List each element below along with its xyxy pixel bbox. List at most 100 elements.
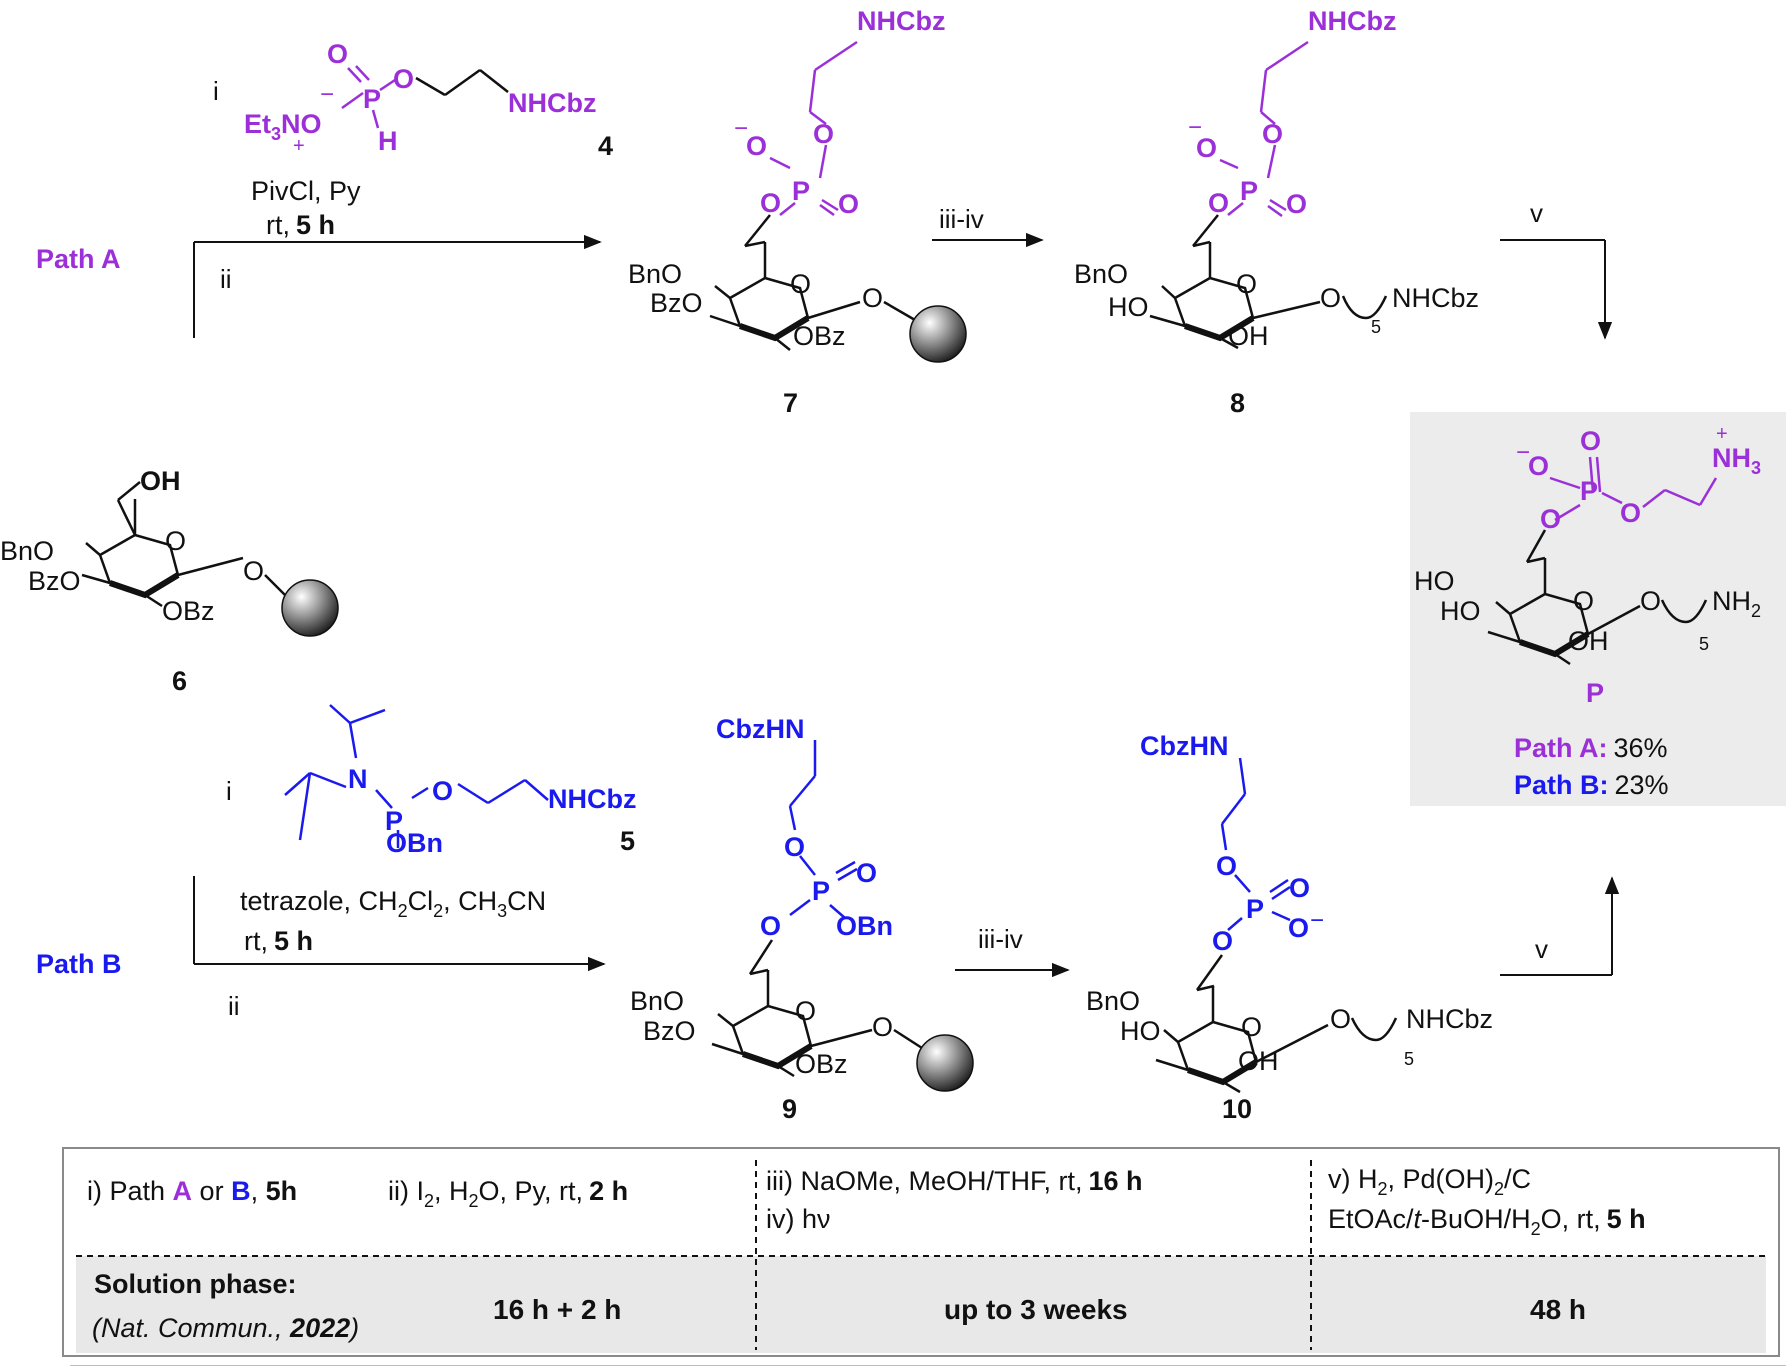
svg-text:+: +: [293, 135, 305, 157]
svg-text:O: O: [1196, 133, 1217, 163]
svg-text:NHCbz: NHCbz: [1406, 1004, 1493, 1034]
svg-text:BnO: BnO: [628, 259, 682, 289]
svg-text:−: −: [1310, 907, 1324, 934]
svg-text:OH: OH: [1228, 321, 1269, 351]
path-b-step-iii-iv: iii-iv: [978, 924, 1023, 954]
compound-8-number: 8: [1230, 388, 1245, 418]
svg-text:OBn: OBn: [836, 911, 893, 941]
compound-7-structure: NHCbz O O − P O O O BnO BzO OBz O: [628, 6, 967, 363]
path-a-step-iii-iv: iii-iv: [939, 204, 984, 234]
svg-text:BnO: BnO: [630, 986, 684, 1016]
solution-phase-col1: 16 h + 2 h: [493, 1294, 621, 1325]
svg-text:NH2: NH2: [1712, 586, 1761, 621]
table-step-iii: iii) NaOMe, MeOH/THF, rt,16 h: [766, 1166, 1143, 1196]
svg-text:O: O: [1540, 504, 1561, 534]
path-b-condition-1: tetrazole, CH2Cl2, CH3CN: [240, 886, 546, 921]
svg-text:P: P: [1240, 176, 1258, 206]
solution-phase-col3: 48 h: [1530, 1294, 1586, 1325]
path-b-step-v: v: [1535, 934, 1548, 964]
path-b-arrow: [193, 876, 606, 972]
svg-text:P: P: [792, 176, 810, 206]
conditions-table: i) Path A or B, 5h ii) I2, H2O, Py, rt,2…: [62, 1147, 1786, 1366]
svg-text:BnO: BnO: [1086, 986, 1140, 1016]
svg-text:OBz: OBz: [793, 321, 846, 351]
path-a-step-ii: ii: [220, 264, 232, 294]
svg-text:OH: OH: [140, 466, 181, 496]
svg-text:Et3NO: Et3NO: [244, 109, 322, 144]
svg-text:O: O: [1216, 851, 1237, 881]
svg-text:O: O: [760, 911, 781, 941]
svg-text:OBz: OBz: [162, 596, 215, 626]
svg-text:OH: OH: [1568, 626, 1609, 656]
svg-text:+: +: [1716, 423, 1728, 445]
path-a-condition-1: PivCl, Py: [251, 176, 361, 206]
path-a-label: Path A: [36, 244, 121, 274]
svg-text:−: −: [734, 115, 748, 142]
solution-phase-label: Solution phase:: [94, 1269, 297, 1299]
table-step-v: v) H2, Pd(OH)2/C: [1328, 1164, 1531, 1199]
compound-8-structure: NHCbz O O − P O O O BnO HO OH O 5 NHCbz: [1074, 6, 1479, 351]
product-label: P: [1586, 678, 1604, 708]
compound-6-number: 6: [172, 666, 187, 696]
svg-text:O: O: [1573, 586, 1594, 616]
svg-text:O: O: [1286, 189, 1307, 219]
path-b-step-i: i: [226, 776, 232, 806]
svg-text:O: O: [432, 776, 453, 806]
svg-text:O: O: [1241, 1012, 1262, 1042]
svg-text:HO: HO: [1414, 566, 1455, 596]
svg-text:O: O: [784, 832, 805, 862]
product-structure: − O O P O O + NH3 O HO HO OH O 5 NH2: [1414, 423, 1761, 666]
svg-text:P: P: [385, 806, 403, 836]
svg-text:OBn: OBn: [386, 828, 443, 858]
svg-text:P: P: [363, 84, 381, 114]
path-a-arrow: [193, 234, 602, 338]
svg-text:BzO: BzO: [28, 566, 81, 596]
svg-text:CbzHN: CbzHN: [716, 714, 805, 744]
svg-text:O: O: [872, 1012, 893, 1042]
svg-text:NHCbz: NHCbz: [1308, 6, 1397, 36]
compound-7-number: 7: [783, 388, 798, 418]
svg-text:O: O: [243, 556, 264, 586]
svg-text:O: O: [795, 996, 816, 1026]
reagent-5-structure: N P O OBn NHCbz: [284, 704, 637, 858]
compound-10-number: 10: [1222, 1094, 1252, 1124]
table-step-v-solvent: EtOAc/t-BuOH/H2O, rt,5 h: [1328, 1204, 1646, 1239]
svg-text:N: N: [348, 764, 368, 794]
solution-phase-col2: up to 3 weeks: [944, 1294, 1128, 1325]
svg-text:O: O: [838, 189, 859, 219]
svg-text:O: O: [1330, 1004, 1351, 1034]
svg-text:O: O: [856, 858, 877, 888]
table-step-ii: ii) I2, H2O, Py, rt,2 h: [388, 1176, 628, 1211]
svg-text:HO: HO: [1120, 1016, 1161, 1046]
svg-text:CbzHN: CbzHN: [1140, 731, 1229, 761]
svg-text:NH3: NH3: [1712, 443, 1761, 478]
yield-path-a: Path A:36%: [1514, 733, 1668, 763]
compound-9-number: 9: [782, 1094, 797, 1124]
svg-text:NHCbz: NHCbz: [857, 6, 946, 36]
svg-text:O: O: [1236, 269, 1257, 299]
svg-text:HO: HO: [1108, 292, 1149, 322]
svg-text:O: O: [1320, 283, 1341, 313]
solution-phase-reference: (Nat. Commun., 2022): [92, 1313, 359, 1343]
svg-text:NHCbz: NHCbz: [1392, 283, 1479, 313]
svg-text:O: O: [1212, 926, 1233, 956]
svg-text:−: −: [1188, 114, 1202, 141]
svg-text:O: O: [1580, 426, 1601, 456]
svg-text:−: −: [320, 81, 334, 108]
path-b-step-ii: ii: [228, 991, 240, 1021]
path-a-step-v: v: [1530, 198, 1543, 228]
svg-text:O: O: [1262, 119, 1283, 149]
yield-path-b: Path B:23%: [1514, 770, 1669, 800]
svg-text:O: O: [1288, 913, 1309, 943]
svg-text:O: O: [1289, 873, 1310, 903]
path-b-condition-rt: rt,5 h: [244, 926, 313, 956]
svg-text:NHCbz: NHCbz: [508, 88, 597, 118]
svg-text:O: O: [813, 119, 834, 149]
path-a-step-i: i: [213, 76, 219, 106]
svg-text:P: P: [1246, 894, 1264, 924]
svg-text:P: P: [1580, 476, 1598, 506]
compound-5-number: 5: [620, 826, 635, 856]
path-b-label: Path B: [36, 949, 122, 979]
svg-text:O: O: [862, 283, 883, 313]
